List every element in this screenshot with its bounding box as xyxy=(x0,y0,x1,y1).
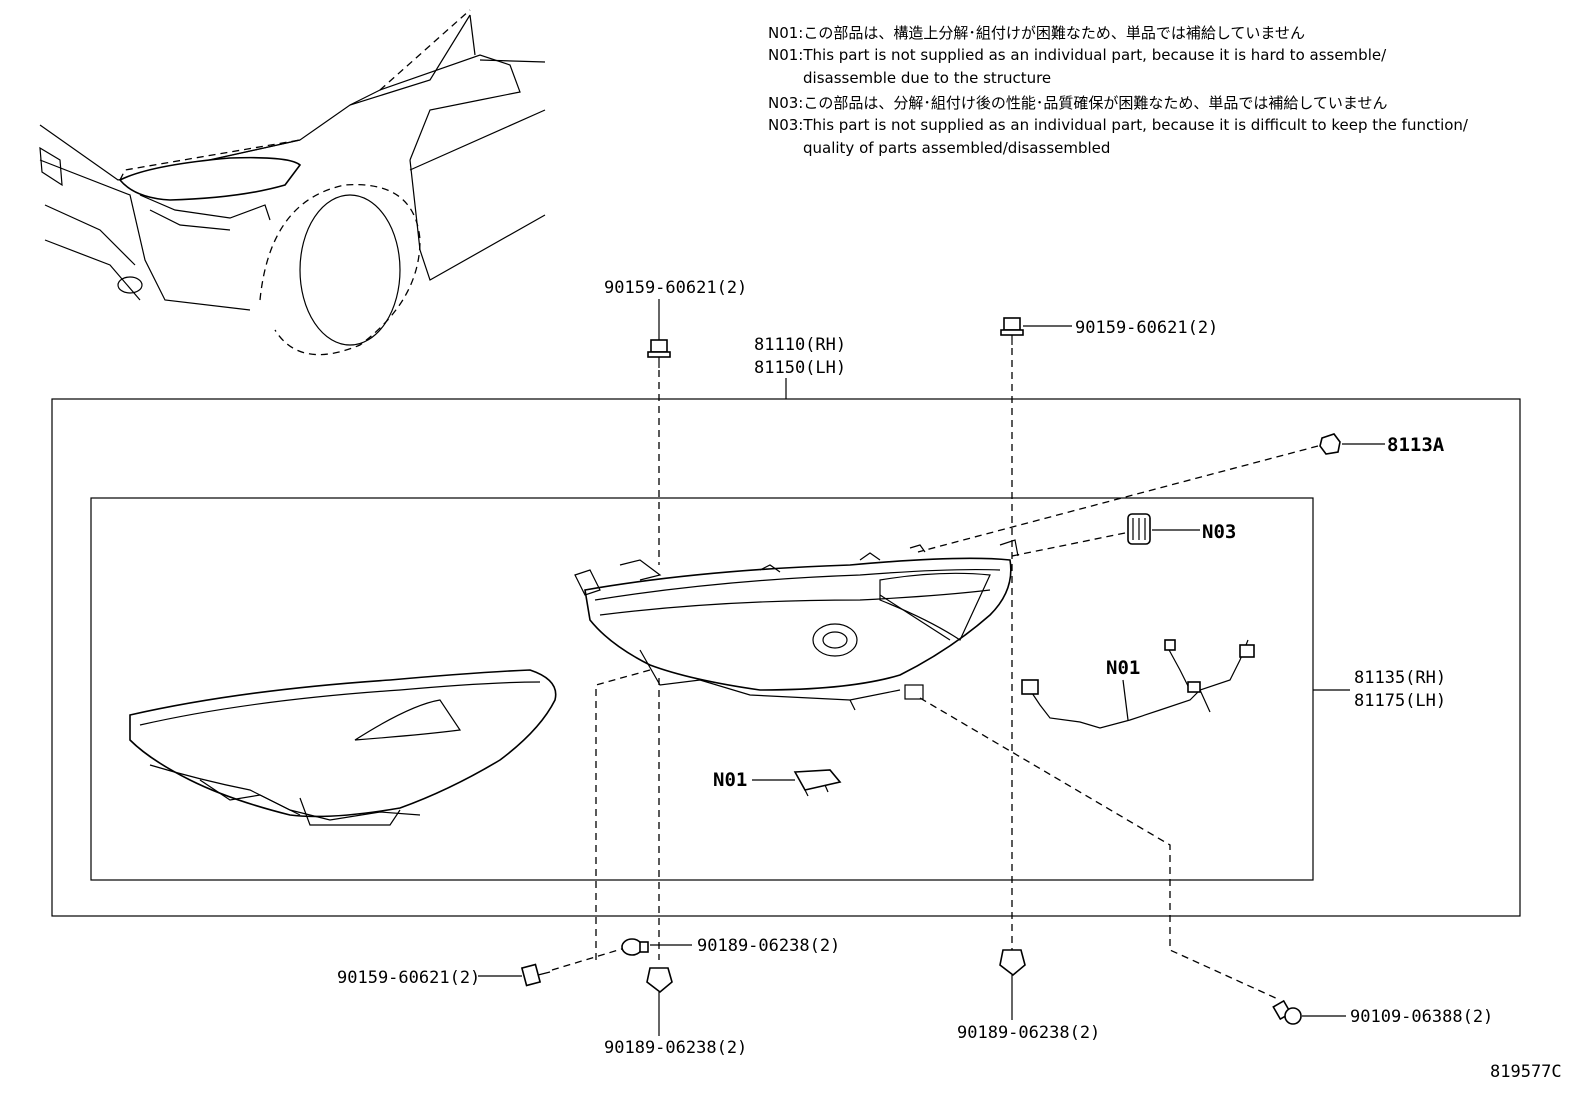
note-n03-en-line2: quality of parts assembled/disassembled xyxy=(803,139,1111,157)
bolt-bottom-left-label: 90159-60621(2) xyxy=(337,968,480,988)
screw-bottom-right-label: 90109-06388(2) xyxy=(1350,1007,1493,1027)
note-n01-en-line1: N01:This part is not supplied as an indi… xyxy=(768,46,1387,64)
clip-mid-top-label: 90189-06238(2) xyxy=(697,936,840,956)
vehicle-front-view-icon xyxy=(39,9,546,356)
push-clip-icon xyxy=(999,949,1026,985)
flange-bolt-icon xyxy=(647,339,671,368)
bolt-top-left-label: 90159-60621(2) xyxy=(604,278,747,298)
part-8113a-label: 8113A xyxy=(1387,434,1445,456)
note-n03-jp: N03:この部品は、分解･組付け後の性能･品質確保が困難なため、単品では補給して… xyxy=(768,94,1388,112)
headlamp-housing xyxy=(574,539,1019,711)
bulb-socket-icon xyxy=(1319,433,1341,455)
n03-label: N03 xyxy=(1202,521,1236,543)
unit-lh-label: 81175(LH) xyxy=(1354,691,1446,711)
unit-rh-label: 81135(RH) xyxy=(1354,668,1446,688)
push-clip-icon xyxy=(646,967,673,1000)
headlamp-lens xyxy=(129,669,557,826)
bolt-top-right-label: 90159-60621(2) xyxy=(1075,318,1218,338)
note-n03-en-line1: N03:This part is not supplied as an indi… xyxy=(768,116,1468,134)
screw-icon xyxy=(1272,999,1302,1025)
clip-mid-bottom-label: 90189-06238(2) xyxy=(604,1038,747,1058)
control-module-icon xyxy=(1127,513,1151,545)
note-n01-jp: N01:この部品は、構造上分解･組付けが困難なため、単品では補給していません xyxy=(768,24,1305,42)
n01-module-label: N01 xyxy=(713,769,747,791)
control-module-icon xyxy=(793,769,842,797)
unit-frame xyxy=(90,497,1314,881)
figure-id: 819577C xyxy=(1490,1062,1562,1082)
push-clip-icon xyxy=(621,938,649,956)
wire-harness-icon xyxy=(1021,639,1255,729)
assembly-rh-label: 81110(RH) xyxy=(754,335,846,355)
note-n01-en-line2: disassemble due to the structure xyxy=(803,69,1052,87)
flange-bolt-icon xyxy=(1000,317,1024,345)
flange-bolt-icon xyxy=(520,963,551,987)
assembly-lh-label: 81150(LH) xyxy=(754,358,846,378)
n01-harness-label: N01 xyxy=(1106,657,1140,679)
clip-right-label: 90189-06238(2) xyxy=(957,1023,1100,1043)
